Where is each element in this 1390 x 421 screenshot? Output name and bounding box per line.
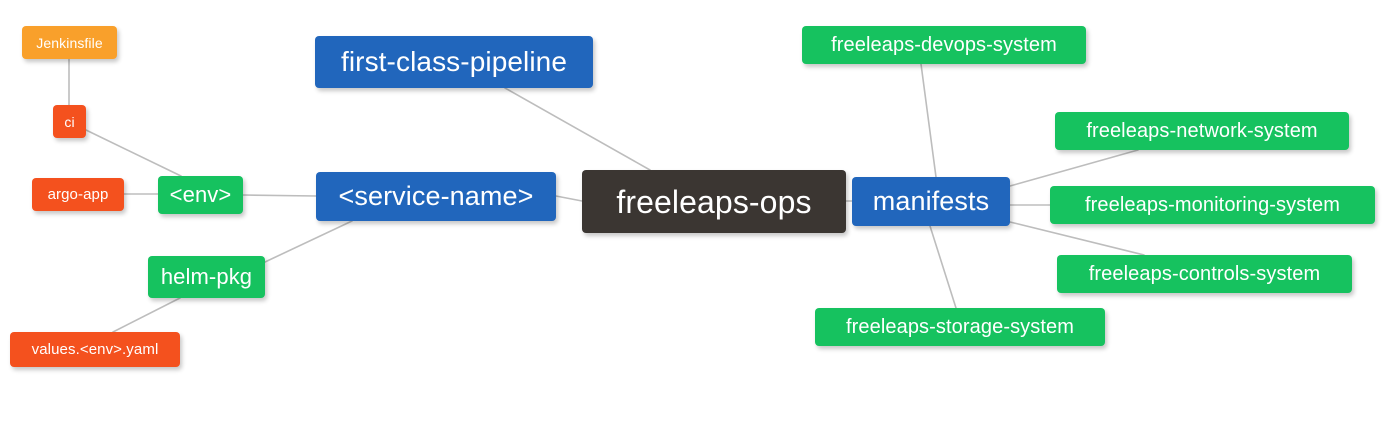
edge-manifests-to-freeleaps-devops-system: [920, 63, 937, 178]
mindmap-node-service-name[interactable]: <service-name>: [316, 172, 556, 221]
edge-manifests-to-freeleaps-storage-system: [929, 225, 957, 309]
edge-env-to-ci: [85, 129, 182, 177]
edge-freeleaps-ops-to-first-class-pipeline: [504, 87, 651, 171]
node-label-service-name: <service-name>: [338, 181, 534, 211]
mindmap-node-freeleaps-storage-system[interactable]: freeleaps-storage-system: [815, 308, 1105, 346]
edge-helm-pkg-to-values-yaml: [112, 297, 181, 333]
node-label-jenkinsfile: Jenkinsfile: [36, 34, 103, 51]
edge-manifests-to-freeleaps-controls-system: [1009, 221, 1145, 256]
mindmap-node-env[interactable]: <env>: [158, 176, 243, 214]
mindmap-node-jenkinsfile[interactable]: Jenkinsfile: [22, 26, 117, 59]
node-label-freeleaps-monitoring-system: freeleaps-monitoring-system: [1084, 194, 1340, 216]
edge-freeleaps-ops-to-service-name: [555, 195, 583, 202]
node-label-freeleaps-controls-system: freeleaps-controls-system: [1088, 263, 1321, 285]
mindmap-node-freeleaps-devops-system[interactable]: freeleaps-devops-system: [802, 26, 1086, 64]
node-label-env: <env>: [169, 182, 232, 207]
node-label-helm-pkg: helm-pkg: [160, 264, 253, 289]
mindmap-node-freeleaps-monitoring-system[interactable]: freeleaps-monitoring-system: [1050, 186, 1375, 224]
mindmap-node-helm-pkg[interactable]: helm-pkg: [148, 256, 265, 298]
mindmap-node-argo-app[interactable]: argo-app: [32, 178, 124, 211]
edge-service-name-to-helm-pkg: [264, 220, 353, 263]
edge-service-name-to-env: [242, 194, 317, 197]
node-label-manifests: manifests: [872, 186, 990, 216]
node-label-values-yaml: values.<env>.yaml: [31, 341, 159, 358]
mindmap-node-freeleaps-network-system[interactable]: freeleaps-network-system: [1055, 112, 1349, 150]
node-label-freeleaps-ops: freeleaps-ops: [616, 183, 812, 220]
node-label-ci: ci: [64, 113, 75, 130]
mindmap-node-freeleaps-controls-system[interactable]: freeleaps-controls-system: [1057, 255, 1352, 293]
mindmap-node-manifests[interactable]: manifests: [852, 177, 1010, 226]
mindmap-node-ci[interactable]: ci: [53, 105, 86, 138]
node-label-first-class-pipeline: first-class-pipeline: [340, 46, 568, 77]
node-label-freeleaps-storage-system: freeleaps-storage-system: [845, 316, 1075, 338]
node-label-freeleaps-network-system: freeleaps-network-system: [1086, 120, 1318, 142]
mindmap-node-first-class-pipeline[interactable]: first-class-pipeline: [315, 36, 593, 88]
mindmap-node-values-yaml[interactable]: values.<env>.yaml: [10, 332, 180, 367]
mindmap-node-freeleaps-ops[interactable]: freeleaps-ops: [582, 170, 846, 233]
node-label-argo-app: argo-app: [47, 186, 109, 203]
edge-manifests-to-freeleaps-network-system: [1009, 149, 1139, 187]
node-label-freeleaps-devops-system: freeleaps-devops-system: [831, 34, 1057, 56]
